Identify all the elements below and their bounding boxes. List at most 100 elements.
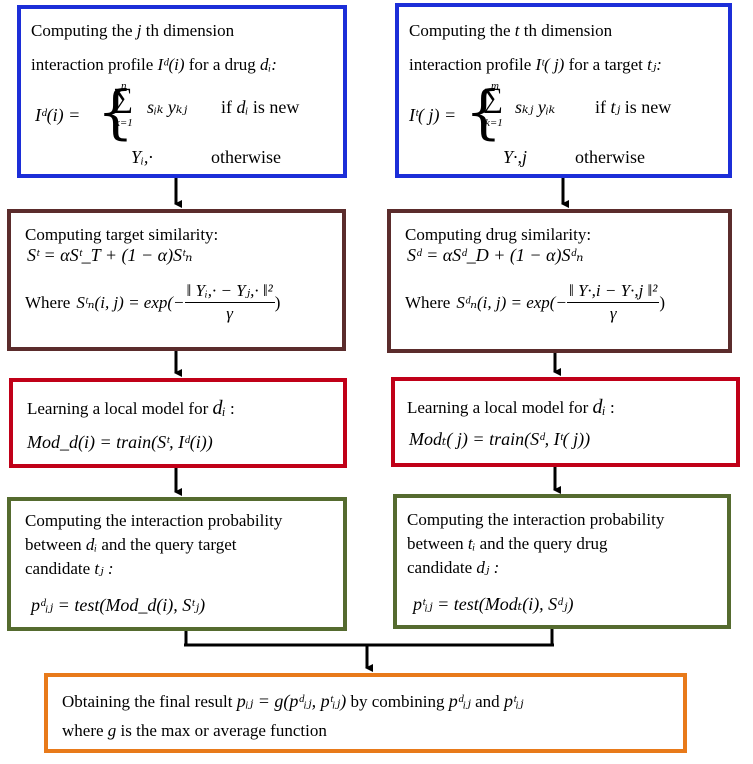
left-probability-line1: Computing the interaction probability xyxy=(25,511,283,530)
right-similarity-fraction: ‖ Y·,i − Y·,j ‖² γ xyxy=(566,281,660,324)
left-profile-case1-cond: if dᵢ is new xyxy=(221,97,299,117)
right-profile-line2-expr: Iᵗ( j) xyxy=(535,55,565,74)
right-profile-case1-cond-post: is new xyxy=(624,97,672,117)
left-model-title: Learning a local model for dᵢ : xyxy=(27,398,235,419)
left-similarity-fraction: ‖ Yᵢ,· − Yⱼ,· ‖² γ xyxy=(184,281,275,324)
left-probability-line2: between dᵢ and the query target xyxy=(25,535,237,555)
right-similarity-kernel-close: ) xyxy=(659,292,666,312)
right-model-title-pre: Learning a local model for xyxy=(407,398,589,417)
right-model-box: Learning a local model for dᵢ : Modₜ( j)… xyxy=(391,377,740,467)
right-probability-line3: candidate dⱼ : xyxy=(407,558,499,578)
result-line1-b: pᵗᵢⱼ xyxy=(503,691,524,711)
left-probability-formula: pᵈᵢⱼ = test(Mod_d(i), Sᵗⱼ) xyxy=(31,595,206,615)
result-line2-pre: where xyxy=(62,721,104,740)
left-profile-sum-bottom: k=1 xyxy=(115,117,133,129)
result-line1-mid: by combining xyxy=(350,692,445,711)
left-probability-line2-var: dᵢ xyxy=(85,535,98,554)
right-similarity-where: Where xyxy=(405,292,451,312)
left-probability-line2-post: and the query target xyxy=(101,535,237,554)
right-profile-case2-cond: otherwise xyxy=(575,147,645,167)
right-profile-line2-pre: interaction profile xyxy=(409,55,532,74)
right-model-title: Learning a local model for dᵢ : xyxy=(407,397,615,418)
left-similarity-kernel: Where Sᵗₙ(i, j) = exp(− ‖ Yᵢ,· − Yⱼ,· ‖²… xyxy=(25,281,280,324)
right-similarity-title: Computing drug similarity: xyxy=(405,225,592,244)
right-model-formula: Modₜ( j) = train(Sᵈ, Iᵗ( j)) xyxy=(409,429,591,449)
left-similarity-title: Computing target similarity: xyxy=(25,225,219,244)
left-profile-case1-cond-var: dᵢ xyxy=(236,97,249,117)
right-profile-line2-var: tⱼ: xyxy=(647,55,662,74)
right-probability-line3-pre: candidate xyxy=(407,558,473,577)
left-similarity-kernel-num: ‖ Yᵢ,· − Yⱼ,· ‖² xyxy=(184,281,275,303)
right-profile-heading-var: t xyxy=(514,21,520,40)
right-model-title-var: dᵢ xyxy=(592,396,606,418)
right-profile-case1-cond-var: tⱼ xyxy=(610,97,621,117)
right-similarity-kernel: Where Sᵈₙ(i, j) = exp(− ‖ Y·,i − Y·,j ‖²… xyxy=(405,281,665,324)
result-line2-var: g xyxy=(107,721,117,740)
right-probability-line2-post: and the query drug xyxy=(479,534,608,553)
right-profile-line2-post: for a target xyxy=(568,55,643,74)
left-profile-heading-var: j xyxy=(136,21,142,40)
result-line2: where g is the max or average function xyxy=(62,721,327,741)
result-line1-a: pᵈᵢⱼ xyxy=(448,691,471,711)
right-profile-case1-cond-pre: if xyxy=(595,97,606,117)
right-profile-sum-bottom: k=1 xyxy=(485,117,503,129)
left-similarity-kernel-lhs: Sᵗₙ(i, j) = exp(− xyxy=(76,292,185,312)
left-similarity-formula: Sᵗ = αSᵗ_T + (1 − α)Sᵗₙ xyxy=(27,245,193,265)
left-profile-heading-pre: Computing the xyxy=(31,21,133,40)
left-similarity-box: Computing target similarity: Sᵗ = αSᵗ_T … xyxy=(7,209,346,351)
right-probability-line2-var: tᵢ xyxy=(467,534,476,553)
right-probability-line2-pre: between xyxy=(407,534,464,553)
left-probability-line3: candidate tⱼ : xyxy=(25,559,114,579)
left-profile-line2-var: dᵢ: xyxy=(260,55,277,74)
right-profile-box: Computing the t th dimension interaction… xyxy=(395,3,732,178)
right-probability-formula: pᵗᵢⱼ = test(Modₜ(i), Sᵈⱼ) xyxy=(413,594,574,614)
left-profile-case2-cond: otherwise xyxy=(211,147,281,167)
result-line1-and: and xyxy=(475,692,500,711)
left-similarity-kernel-den: γ xyxy=(226,304,233,323)
right-similarity-kernel-lhs: Sᵈₙ(i, j) = exp(− xyxy=(456,292,567,312)
left-profile-line2-post: for a drug xyxy=(188,55,256,74)
left-probability-line3-var: tⱼ : xyxy=(94,559,114,578)
left-model-title-pre: Learning a local model for xyxy=(27,399,209,418)
left-profile-case2-expr: Yᵢ,· xyxy=(131,147,153,167)
result-box: Obtaining the final result pᵢⱼ = g(pᵈᵢⱼ,… xyxy=(44,673,687,753)
left-profile-eq-lhs: Iᵈ(i) = xyxy=(35,105,81,125)
right-profile-case1-expr: sₖⱼ yᵢₖ xyxy=(515,97,556,117)
right-probability-box: Computing the interaction probability be… xyxy=(393,494,731,629)
right-profile-eq-lhs: Iᵗ( j) = xyxy=(409,105,457,125)
right-probability-line2: between tᵢ and the query drug xyxy=(407,534,608,554)
left-similarity-where: Where xyxy=(25,292,71,312)
left-model-formula: Mod_d(i) = train(Sᵗ, Iᵈ(i)) xyxy=(27,432,213,452)
right-profile-brace: { xyxy=(465,78,502,146)
right-similarity-kernel-den: γ xyxy=(609,304,617,323)
right-similarity-formula: Sᵈ = αSᵈ_D + (1 − α)Sᵈₙ xyxy=(407,245,584,265)
right-profile-sum-top: m xyxy=(491,80,499,92)
right-profile-sum-sign: ∑ xyxy=(483,83,503,114)
left-model-box: Learning a local model for dᵢ : Mod_d(i)… xyxy=(9,378,347,468)
left-probability-line2-pre: between xyxy=(25,535,82,554)
right-profile-case1-cond: if tⱼ is new xyxy=(595,97,671,117)
left-model-title-post: : xyxy=(229,399,235,418)
left-similarity-kernel-close: ) xyxy=(274,292,281,312)
left-profile-brace: { xyxy=(97,78,134,146)
right-profile-line2: interaction profile Iᵗ( j) for a target … xyxy=(409,55,662,75)
left-probability-box: Computing the interaction probability be… xyxy=(7,497,347,631)
left-profile-line2: interaction profile Iᵈ(i) for a drug dᵢ: xyxy=(31,55,277,75)
left-profile-line2-expr: Iᵈ(i) xyxy=(157,55,185,74)
left-profile-sum-top: n xyxy=(121,80,127,92)
left-profile-line2-pre: interaction profile xyxy=(31,55,154,74)
left-profile-box: Computing the j th dimension interaction… xyxy=(17,5,347,178)
right-model-title-post: : xyxy=(609,398,615,417)
result-line1-pre: Obtaining the final result xyxy=(62,692,233,711)
left-profile-case1-cond-pre: if xyxy=(221,97,232,117)
left-profile-heading: Computing the j th dimension xyxy=(31,21,234,41)
result-line1-expr: pᵢⱼ = g(pᵈᵢⱼ, pᵗᵢⱼ) xyxy=(236,691,347,711)
right-profile-heading-post: th dimension xyxy=(523,21,613,40)
right-probability-line3-var: dⱼ : xyxy=(476,558,500,577)
result-line1: Obtaining the final result pᵢⱼ = g(pᵈᵢⱼ,… xyxy=(62,691,524,712)
left-profile-case1-expr: sᵢₖ yₖⱼ xyxy=(147,97,188,117)
right-similarity-kernel-num: ‖ Y·,i − Y·,j ‖² xyxy=(566,281,660,303)
left-probability-line3-pre: candidate xyxy=(25,559,91,578)
right-probability-line1: Computing the interaction probability xyxy=(407,510,665,529)
